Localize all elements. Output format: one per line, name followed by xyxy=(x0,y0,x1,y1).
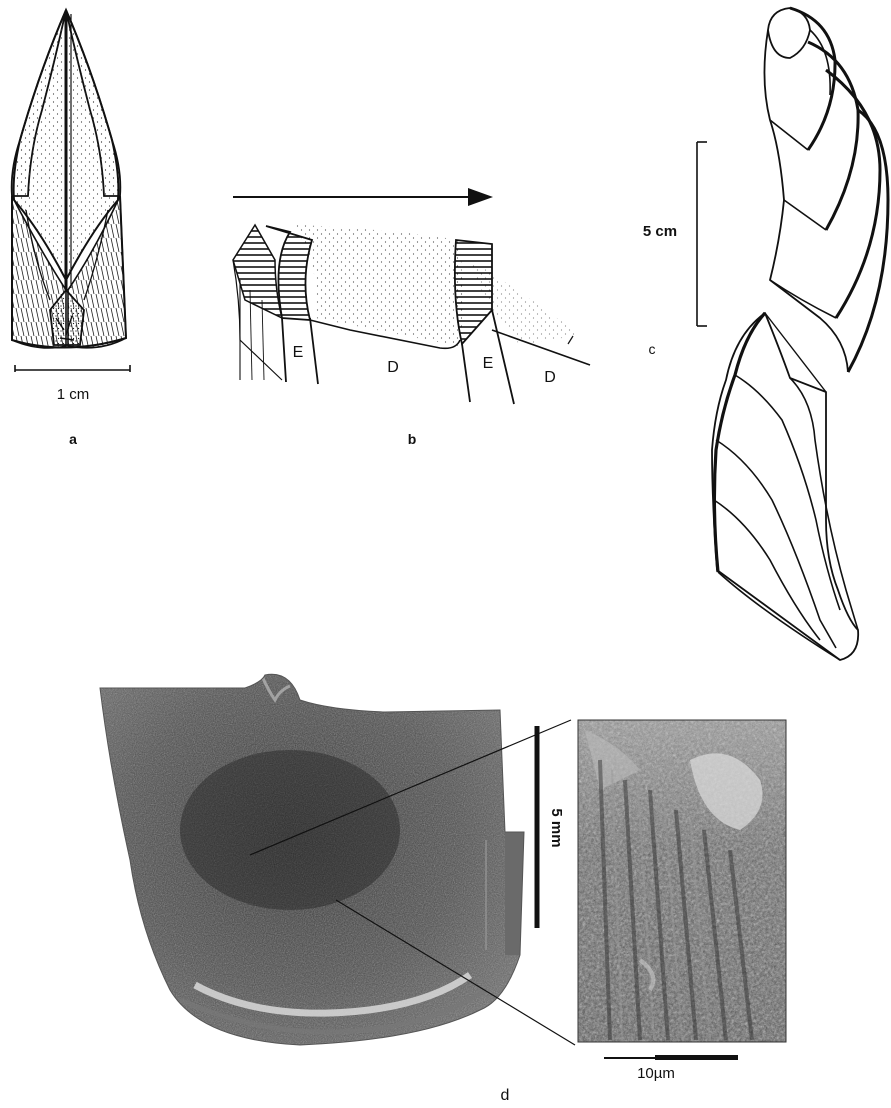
panel-b-layer-label-d2: D xyxy=(544,369,556,386)
panel-a: 1 cm a xyxy=(12,10,130,447)
panel-b-layer-label-e2: E xyxy=(483,355,494,372)
panel-c-specimen-drawing xyxy=(712,8,888,660)
panel-d-photo-scale-label: 5 mm xyxy=(548,808,565,847)
panel-c-scale-bar xyxy=(697,142,707,326)
panel-b-layer-drawing xyxy=(233,225,590,404)
panel-b-layer-label-e1: E xyxy=(293,344,304,361)
panel-a-specimen-drawing xyxy=(12,10,126,348)
panel-b-layer-label-d1: D xyxy=(387,359,399,376)
panel-d: 5 mm 10µm d xyxy=(95,665,786,1104)
panel-d-specimen-photo xyxy=(95,665,530,1055)
panel-c: 5 cm c xyxy=(643,8,888,660)
panel-b: E D E D b xyxy=(233,188,590,447)
panel-b-direction-arrow xyxy=(233,188,493,206)
panel-b-label: b xyxy=(408,431,417,447)
panel-a-scale-bar xyxy=(15,365,130,372)
panel-d-sem-scale-label: 10µm xyxy=(637,1065,675,1082)
panel-d-sem-scale-bar xyxy=(604,1055,738,1060)
panel-a-label: a xyxy=(69,431,77,447)
panel-c-label: c xyxy=(649,341,656,357)
panel-a-scale-label: 1 cm xyxy=(57,386,90,403)
panel-c-scale-label: 5 cm xyxy=(643,223,677,240)
panel-d-sem-inset xyxy=(578,720,786,1042)
panel-d-label: d xyxy=(501,1087,510,1104)
